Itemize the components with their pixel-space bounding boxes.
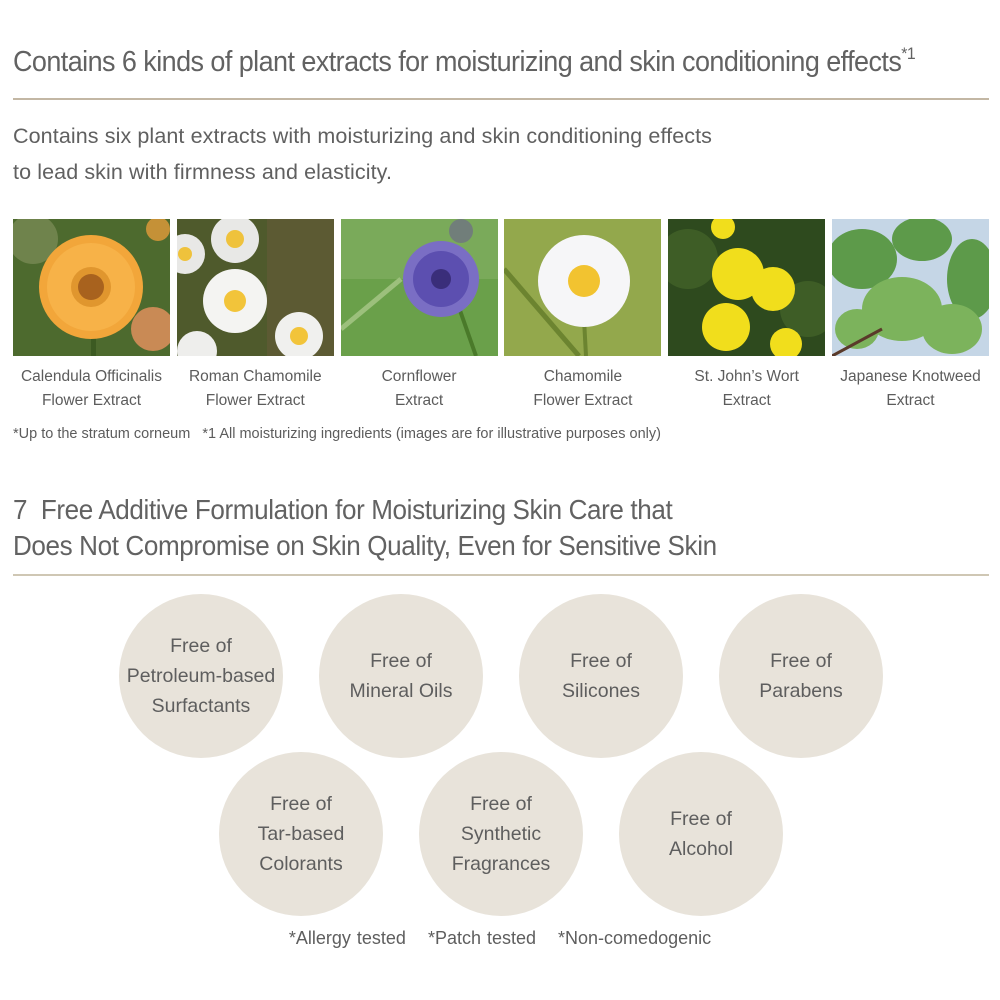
test-claims: *Allergy tested *Patch tested *Non-comed… bbox=[0, 928, 1000, 949]
section1-divider bbox=[13, 98, 989, 100]
plant-name: Chamomile Flower Extract bbox=[533, 368, 633, 409]
plant-extract-gallery: Calendula Officinalis Flower Extract Rom… bbox=[13, 219, 989, 413]
cornflower-photo bbox=[340, 219, 498, 356]
plant-name: St. John’s Wort Extract bbox=[694, 368, 799, 409]
claim-allergy-tested: *Allergy tested bbox=[288, 928, 406, 948]
lead-line-2: to lead skin with firmness and elasticit… bbox=[13, 160, 393, 184]
section1-footnote: *Up to the stratum corneum *1 All moistu… bbox=[13, 426, 661, 442]
section1-title: Contains 6 kinds of plant extracts for m… bbox=[13, 44, 916, 79]
section1-title-text: Contains 6 kinds of plant extracts for m… bbox=[13, 46, 902, 78]
plant-card-calendula: Calendula Officinalis Flower Extract bbox=[13, 219, 170, 413]
plant-name: Japanese Knotweed Extract bbox=[840, 368, 981, 409]
badge-mineral-oils: Free of Mineral Oils bbox=[319, 594, 483, 758]
title-footnote-marker: *1 bbox=[901, 44, 916, 63]
claim-non-comedogenic: *Non-comedogenic bbox=[558, 928, 712, 948]
badge-tar-colorants: Free of Tar-based Colorants bbox=[219, 752, 383, 916]
roman-chamomile-photo bbox=[176, 219, 334, 356]
plant-card-cornflower: Cornflower Extract bbox=[340, 219, 498, 413]
section2-divider bbox=[13, 574, 989, 576]
plant-card-japanese-knotweed: Japanese Knotweed Extract bbox=[831, 219, 989, 413]
calendula-photo bbox=[13, 219, 170, 356]
plant-card-st-johns-wort: St. John’s Wort Extract bbox=[668, 219, 826, 413]
claim-patch-tested: *Patch tested bbox=[427, 928, 537, 948]
plant-card-roman-chamomile: Roman Chamomile Flower Extract bbox=[176, 219, 334, 413]
badge-silicones: Free of Silicones bbox=[519, 594, 683, 758]
section1-lead: Contains six plant extracts with moistur… bbox=[13, 118, 712, 190]
plant-name: Cornflower Extract bbox=[381, 368, 457, 409]
badge-synthetic-fragrances: Free of Synthetic Fragrances bbox=[419, 752, 583, 916]
section2-title: 7 Free Additive Formulation for Moisturi… bbox=[13, 492, 717, 564]
lead-line-1: Contains six plant extracts with moistur… bbox=[13, 124, 713, 148]
japanese-knotweed-photo bbox=[831, 219, 989, 356]
section2-title-line-1: 7 Free Additive Formulation for Moisturi… bbox=[13, 494, 673, 525]
plant-name: Roman Chamomile Flower Extract bbox=[188, 368, 322, 409]
badge-petroleum-surfactants: Free of Petroleum-based Surfactants bbox=[119, 594, 283, 758]
badge-alcohol: Free of Alcohol bbox=[619, 752, 783, 916]
section2-title-line-2: Does Not Compromise on Skin Quality, Eve… bbox=[13, 530, 717, 561]
st-johns-wort-photo bbox=[668, 219, 826, 356]
chamomile-photo bbox=[504, 219, 662, 356]
plant-name: Calendula Officinalis Flower Extract bbox=[20, 368, 162, 409]
badge-parabens: Free of Parabens bbox=[719, 594, 883, 758]
plant-card-chamomile: Chamomile Flower Extract bbox=[504, 219, 662, 413]
